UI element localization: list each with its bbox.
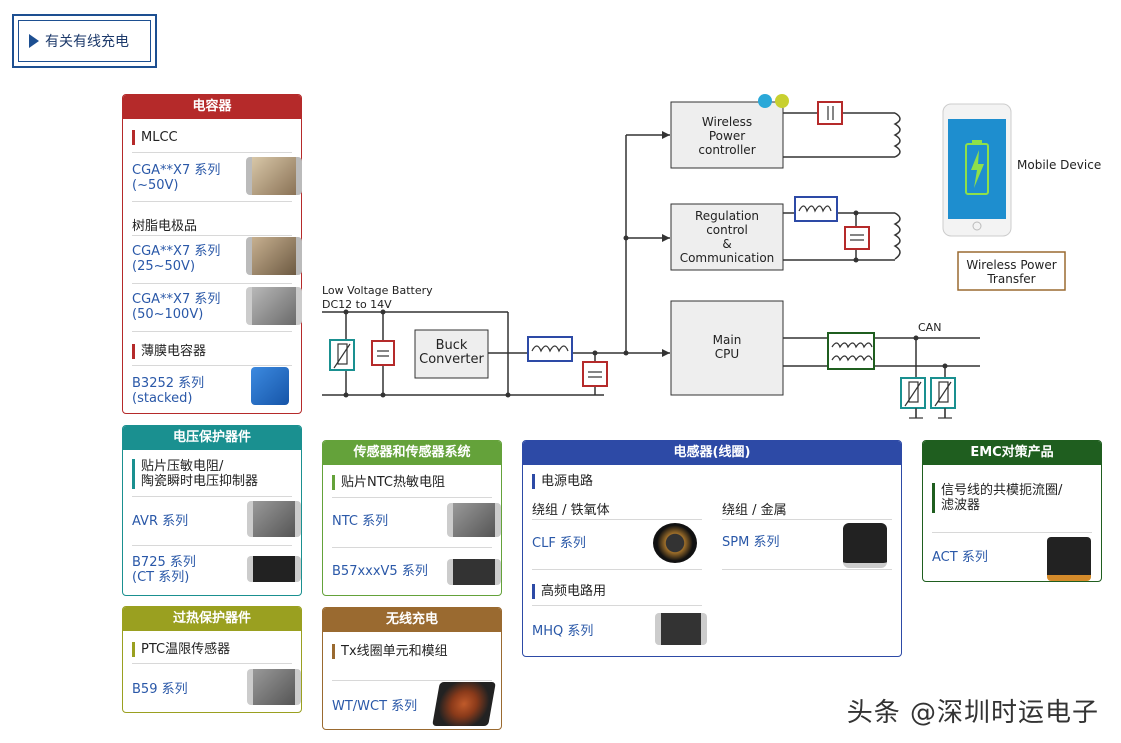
ptc-chip-image: [247, 669, 301, 705]
section-title: 有关有线充电: [45, 34, 129, 50]
mlcc-chip-image-2: [246, 237, 302, 275]
voltage-card: 电压保护器件 贴片压敏电阻/陶瓷瞬时电压抑制器 AVR 系列 B725 系列(C…: [122, 425, 302, 596]
cga-link-1[interactable]: CGA**X7 系列(~50V): [132, 163, 221, 193]
act-link[interactable]: ACT 系列: [932, 550, 988, 565]
choke-label: 信号线的共模扼流圈/滤波器: [932, 483, 1062, 513]
b725-link[interactable]: B725 系列(CT 系列): [132, 555, 196, 585]
can-label: CAN: [918, 321, 942, 334]
capacitor-card: 电容器 MLCC CGA**X7 系列(~50V) 树脂电极品 CGA**X7 …: [122, 94, 302, 414]
spm-inductor-image: [843, 523, 887, 568]
sensor-card: 传感器和传感器系统 贴片NTC热敏电阻 NTC 系列 B57xxxV5 系列: [322, 440, 502, 596]
metal-label: 绕组 / 金属: [722, 503, 787, 518]
cga-link-3[interactable]: CGA**X7 系列(50~100V): [132, 292, 221, 322]
section-tag[interactable]: 有关有线充电: [12, 14, 157, 68]
varistor-label: 贴片压敏电阻/陶瓷瞬时电压抑制器: [132, 459, 258, 489]
ptc-label: PTC温限传感器: [132, 642, 230, 657]
resin-label: 树脂电极品: [132, 219, 198, 234]
capacitor-title: 电容器: [123, 95, 301, 119]
clf-inductor-image: [653, 523, 697, 563]
choke-image: [1047, 537, 1091, 581]
ntc-chip-image: [447, 503, 501, 537]
emc-card: EMC对策产品 信号线的共模扼流圈/滤波器 ACT 系列: [922, 440, 1102, 582]
ntc-link[interactable]: NTC 系列: [332, 514, 389, 529]
mobile-device-label: Mobile Device: [1017, 158, 1102, 172]
film-label: 薄膜电容器: [132, 344, 206, 359]
wt-link[interactable]: WT/WCT 系列: [332, 699, 418, 714]
inductor-card: 电感器(线圈) 电源电路 绕组 / 铁氧体 绕组 / 金属 CLF 系列 SPM…: [522, 440, 902, 657]
varistor-chip-image: [247, 501, 301, 537]
power-label: 电源电路: [532, 474, 593, 489]
ferrite-label: 绕组 / 铁氧体: [532, 503, 610, 518]
hf-label: 高频电路用: [532, 584, 606, 599]
cga-link-2[interactable]: CGA**X7 系列(25~50V): [132, 244, 221, 274]
emc-title: EMC对策产品: [923, 441, 1101, 465]
mlcc-chip-image: [246, 157, 302, 195]
spm-link[interactable]: SPM 系列: [722, 535, 780, 550]
film-cap-image: [251, 367, 289, 405]
avr-link[interactable]: AVR 系列: [132, 514, 189, 529]
ct-chip-image: [247, 556, 301, 582]
tx-label: Tx线圈单元和模组: [332, 644, 448, 659]
watermark: 头条 @深圳时运电子: [846, 698, 1099, 728]
mhq-chip-image: [655, 613, 707, 645]
overheat-card: 过热保护器件 PTC温限传感器 B59 系列: [122, 606, 302, 713]
b57-link[interactable]: B57xxxV5 系列: [332, 564, 428, 579]
wireless-title: 无线充电: [323, 608, 501, 632]
mobile-device-image: [942, 103, 1012, 237]
mlcc-label: MLCC: [132, 130, 178, 145]
b57-chip-image: [447, 559, 501, 585]
b59-link[interactable]: B59 系列: [132, 682, 188, 697]
b3252-link[interactable]: B3252 系列(stacked): [132, 376, 205, 406]
play-icon: [29, 34, 39, 48]
mlcc-chip-image-3: [246, 287, 302, 325]
voltage-title: 电压保护器件: [123, 426, 301, 450]
clf-link[interactable]: CLF 系列: [532, 536, 586, 551]
inductor-title: 电感器(线圈): [523, 441, 901, 465]
mhq-link[interactable]: MHQ 系列: [532, 624, 594, 639]
overheat-title: 过热保护器件: [123, 607, 301, 631]
wireless-card: 无线充电 Tx线圈单元和模组 WT/WCT 系列: [322, 607, 502, 730]
ntc-label: 贴片NTC热敏电阻: [332, 475, 445, 490]
sensor-title: 传感器和传感器系统: [323, 441, 501, 465]
